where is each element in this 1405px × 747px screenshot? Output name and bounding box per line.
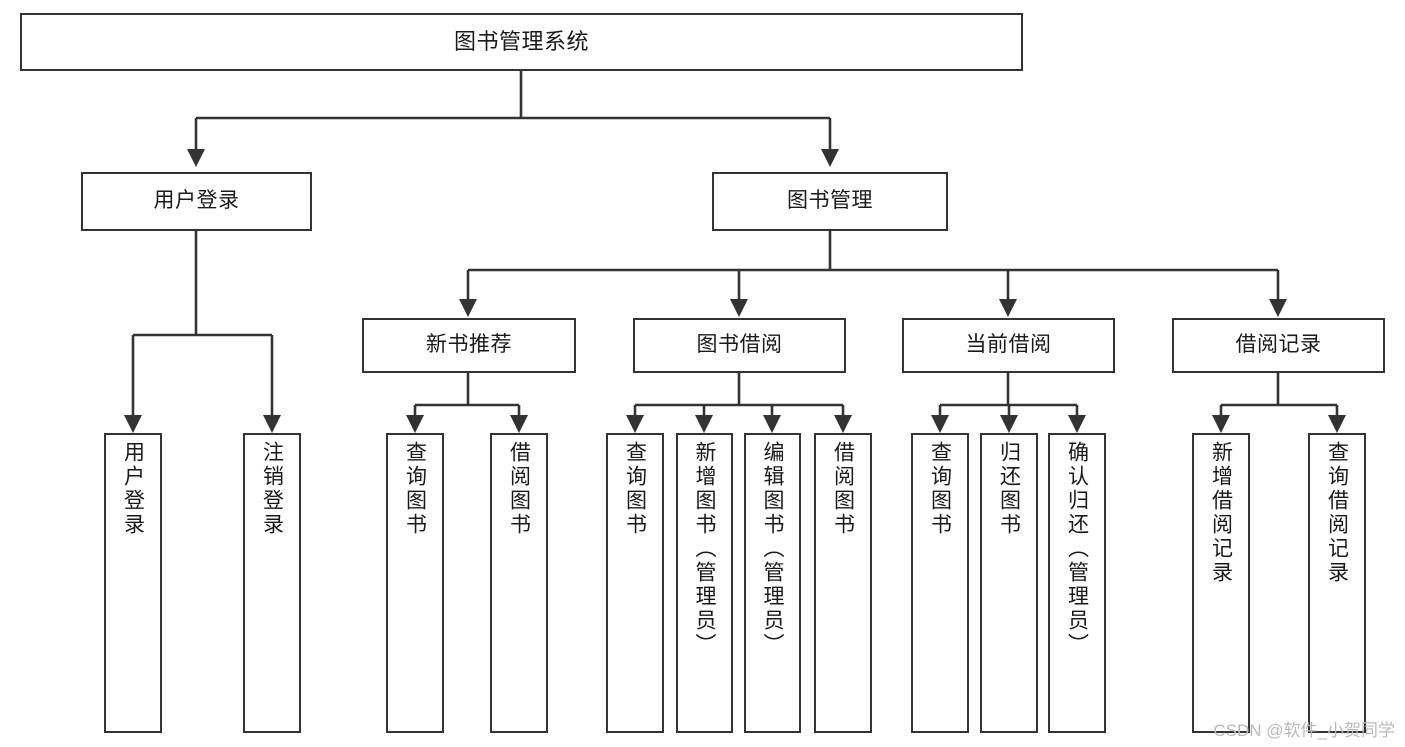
leaf-current-return-book[interactable]: 归还图书 (980, 433, 1038, 733)
node-book-management[interactable]: 图书管理 (712, 172, 948, 231)
leaf-current-confirm-return-admin[interactable]: 确认归还（管理员） (1048, 433, 1106, 733)
leaf-user-login[interactable]: 用户登录 (104, 433, 162, 733)
node-label: 借阅记录 (1235, 333, 1322, 357)
node-label: 新增图书（管理员） (693, 441, 716, 657)
node-label: 新书推荐 (426, 333, 512, 357)
node-label: 当前借阅 (965, 333, 1052, 357)
node-label: 新增借阅记录 (1209, 441, 1233, 585)
node-label: 图书管理 (787, 189, 873, 213)
node-book-borrow[interactable]: 图书借阅 (633, 318, 846, 373)
leaf-borrow-add-book-admin[interactable]: 新增图书（管理员） (676, 433, 733, 733)
node-label: 查询图书 (623, 441, 647, 537)
leaf-records-query-record[interactable]: 查询借阅记录 (1308, 433, 1366, 733)
leaf-borrow-borrow-book[interactable]: 借阅图书 (814, 433, 872, 733)
leaf-logout-login[interactable]: 注销登录 (243, 433, 301, 733)
node-borrow-records[interactable]: 借阅记录 (1172, 318, 1385, 373)
node-new-book-recommend[interactable]: 新书推荐 (362, 318, 576, 373)
node-label: 确认归还（管理员） (1065, 441, 1089, 657)
node-label: 用户登录 (121, 441, 145, 537)
leaf-recommend-borrow-book[interactable]: 借阅图书 (490, 433, 548, 733)
node-label: 注销登录 (260, 441, 284, 537)
leaf-records-add-record[interactable]: 新增借阅记录 (1192, 433, 1250, 733)
node-label: 查询图书 (928, 441, 952, 537)
node-label: 借阅图书 (507, 441, 531, 537)
node-current-borrow[interactable]: 当前借阅 (902, 318, 1115, 373)
csdn-watermark: CSDN @软件_小贺同学 (1213, 721, 1395, 740)
node-label: 编辑图书（管理员） (761, 441, 784, 657)
node-label: 查询图书 (403, 441, 427, 537)
node-label: 图书管理系统 (453, 29, 589, 55)
leaf-borrow-query-book[interactable]: 查询图书 (606, 433, 664, 733)
leaf-current-query-book[interactable]: 查询图书 (911, 433, 969, 733)
node-label: 图书借阅 (696, 333, 783, 357)
node-root-book-management-system[interactable]: 图书管理系统 (20, 13, 1023, 71)
node-label: 查询借阅记录 (1325, 441, 1349, 585)
node-user-login[interactable]: 用户登录 (81, 172, 312, 231)
node-label: 归还图书 (997, 441, 1021, 537)
leaf-borrow-edit-book-admin[interactable]: 编辑图书（管理员） (744, 433, 801, 733)
node-label: 用户登录 (153, 189, 240, 213)
node-label: 借阅图书 (831, 441, 855, 537)
leaf-recommend-query-book[interactable]: 查询图书 (386, 433, 444, 733)
